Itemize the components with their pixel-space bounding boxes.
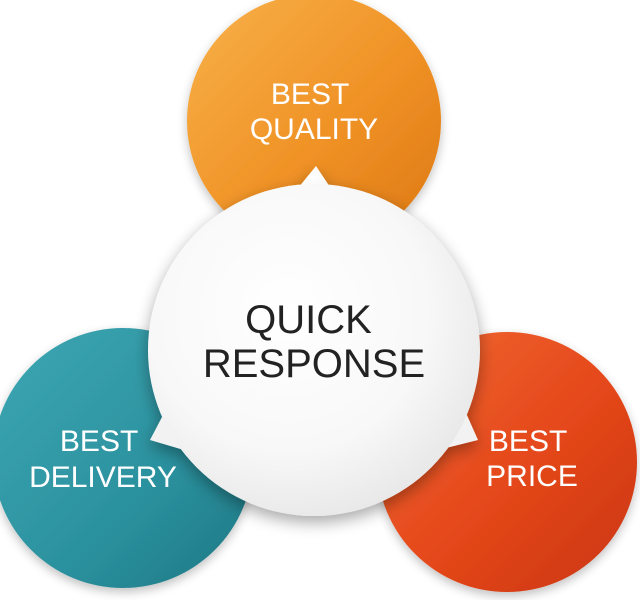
best-delivery-label: BEST DELIVERY [29, 425, 177, 494]
best-quality-node [187, 0, 441, 248]
best-quality-line2: QUALITY [250, 113, 378, 146]
best-quality-line1: BEST [271, 78, 349, 111]
quick-response-circle [148, 184, 480, 516]
best-price-label: BEST PRICE [486, 425, 578, 493]
quick-response-line1: QUICK [245, 298, 372, 342]
best-delivery-line1: BEST [60, 425, 138, 458]
best-quality-label: BEST QUALITY [250, 78, 378, 146]
best-price-line1: BEST [489, 425, 567, 458]
quick-response-node [148, 166, 480, 516]
best-delivery-line2: DELIVERY [29, 461, 177, 494]
quick-response-label: QUICK RESPONSE [203, 298, 425, 386]
best-price-line2: PRICE [486, 460, 578, 493]
quick-response-line2: RESPONSE [203, 342, 425, 386]
best-quality-circle [187, 0, 441, 248]
